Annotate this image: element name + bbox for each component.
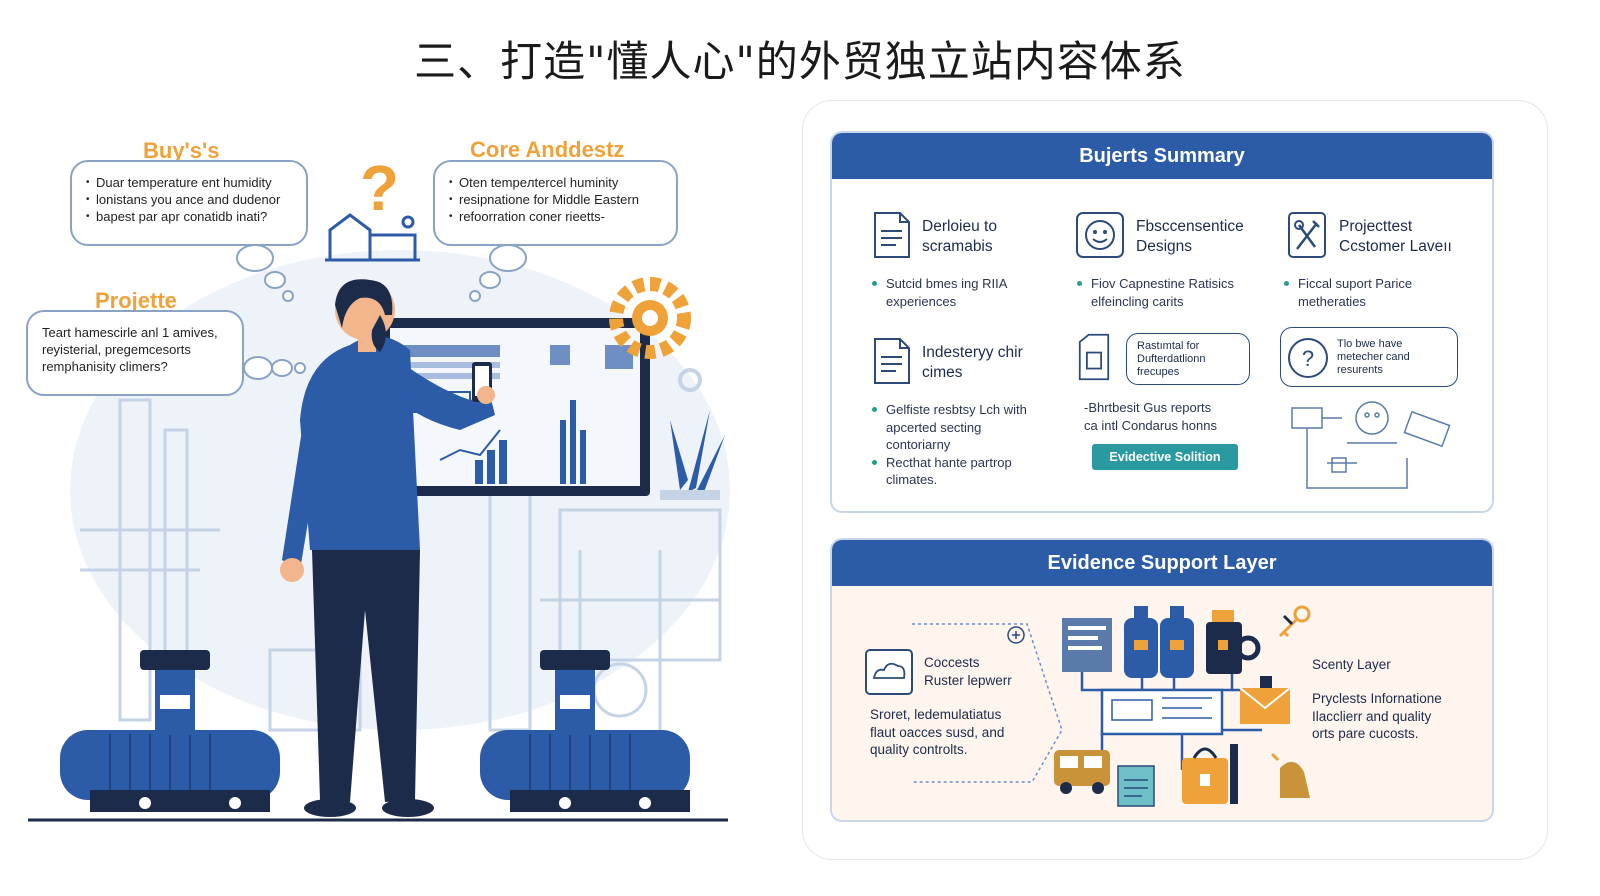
callout-line: frecupes — [1137, 366, 1180, 378]
evidence-support-card: Evidence Support Layer — [830, 538, 1494, 822]
cell3-title: Projecttest Ccstomer Laveıı — [1339, 217, 1452, 257]
cell3-title-line: Ccstomer Laveıı — [1339, 238, 1452, 255]
bubble-core-title: Core Anddestz — [470, 137, 625, 162]
cell2-title-line: Fbsccensentice — [1136, 218, 1244, 235]
evidence-left-body-line: flaut oacces susd, and — [870, 724, 1005, 740]
monitor-icon — [380, 318, 650, 496]
svg-text:?: ? — [1302, 346, 1314, 371]
file-icon — [1078, 333, 1110, 381]
callout-line: Tlo bwe have — [1337, 338, 1403, 350]
bubble-buyers-title: Buy's's — [143, 138, 220, 163]
bubble-buyers-line: Duar temperature ent humidity — [86, 174, 292, 191]
callout-line: resurents — [1337, 364, 1383, 376]
pump-left-icon — [60, 650, 280, 812]
cell1-title: Derloieu to scramabis — [922, 217, 997, 257]
bubble-core: Oten tempeлtercel huminity resipnatione … — [433, 160, 678, 246]
bubble-projette-line: reyisterial, pregemcesorts — [42, 342, 191, 357]
engineer-figure — [280, 279, 495, 817]
cell5-text: -Bhrtbesit Gus reports ca intl Condarus … — [1084, 399, 1217, 434]
gear-icon — [609, 277, 702, 392]
thought-dots — [236, 244, 527, 380]
cell1-title-line: scramabis — [922, 238, 993, 255]
bubble-buyers: Duar temperature ent humidity lonistans … — [70, 160, 308, 246]
buyers-summary-card: Bujerts Summary Derloieu to scramabis Su… — [830, 131, 1494, 513]
cell5-text-line: ca intl Condarus honns — [1084, 417, 1217, 433]
evidence-left-body: Sroret, ledemulatiatus flaut oacces susd… — [870, 706, 1004, 759]
evidence-left-body-line: Sroret, ledemulatiatus — [870, 707, 1002, 722]
evidence-diagram — [865, 605, 1311, 807]
bubble-projette-title: Projette — [95, 288, 177, 313]
evidence-solution-button[interactable]: Evidective Solition — [1092, 444, 1238, 470]
evidence-left-title-line: Ruster lepwerr — [924, 672, 1012, 688]
cell5-text-line: -Bhrtbesit Gus reports — [1084, 400, 1212, 415]
cell5-callout: Rastımtal for Dufterdatlionn frecupes — [1126, 333, 1250, 385]
bubble-core-line: refoorration coner rieetts- — [449, 208, 662, 225]
evidence-left-title-line: Coccests — [924, 655, 980, 670]
design-face-icon — [1076, 212, 1124, 258]
building-icon — [325, 213, 420, 262]
evidence-right-title: Scenty Layer — [1312, 657, 1391, 672]
question-mark-icon: ? — [360, 152, 399, 224]
evidence-right-body-line: orts pare cucosts. — [1312, 726, 1419, 741]
pipes-background — [80, 398, 722, 732]
evidence-right-body-line: Pryclests Infornatione — [1312, 691, 1442, 706]
bubble-core-line: resipnatione for Middle Eastern — [449, 191, 662, 208]
machinery-sketch-icon — [1291, 401, 1451, 489]
bubble-projette-line: Teart hamescirle anl 1 amives, — [42, 325, 218, 340]
bubble-buyers-line: bapest par apr conatidb inati? — [86, 208, 292, 225]
cell4-title: Indesteryy chir cimes — [922, 343, 1023, 383]
illustration-scene: ? Buy's — [20, 130, 760, 850]
evidence-left-title: Coccests Ruster lepwerr — [924, 654, 1012, 689]
callout-line: metecher cand — [1337, 351, 1410, 363]
evidence-right-body: Pryclests Infornatione Ilacclierr and qu… — [1312, 690, 1442, 743]
document-icon — [874, 212, 910, 258]
cell6-callout: Tlo bwe have metecher cand resurents — [1280, 327, 1458, 387]
bubble-projette: Teart hamescirle anl 1 amives, reyisteri… — [26, 310, 244, 396]
page-title: 三、打造"懂人心"的外贸独立站内容体系 — [414, 37, 1186, 86]
cell1-title-line: Derloieu to — [922, 218, 997, 235]
evidence-right-body-line: Ilacclierr and quality — [1312, 708, 1432, 724]
cell2-title-line: Designs — [1136, 238, 1192, 255]
callout-line: Dufterdatlionn — [1137, 353, 1206, 365]
help-question-icon: ? — [1288, 338, 1328, 378]
summary-card-header: Bujerts Summary — [832, 133, 1492, 179]
pump-right-icon — [480, 650, 690, 812]
bubble-buyers-line: lonistans you ance and dudenor — [86, 191, 292, 208]
bubble-projette-line: remphanisity climers? — [42, 359, 168, 374]
cell4-title-line: Indesteryy chir — [922, 344, 1023, 361]
plant-icon — [660, 410, 725, 500]
cell4-title-line: cimes — [922, 364, 963, 381]
document-icon — [874, 338, 910, 384]
tools-icon — [1288, 212, 1326, 258]
cell2-title: Fbsccensentice Designs — [1136, 217, 1244, 257]
bubble-core-line: Oten tempeлtercel huminity — [449, 174, 662, 191]
callout-line: Rastımtal for — [1137, 340, 1200, 352]
cell3-title-line: Projecttest — [1339, 218, 1413, 235]
evidence-card-header: Evidence Support Layer — [832, 540, 1492, 586]
evidence-left-body-line: quality controlts. — [870, 742, 968, 757]
